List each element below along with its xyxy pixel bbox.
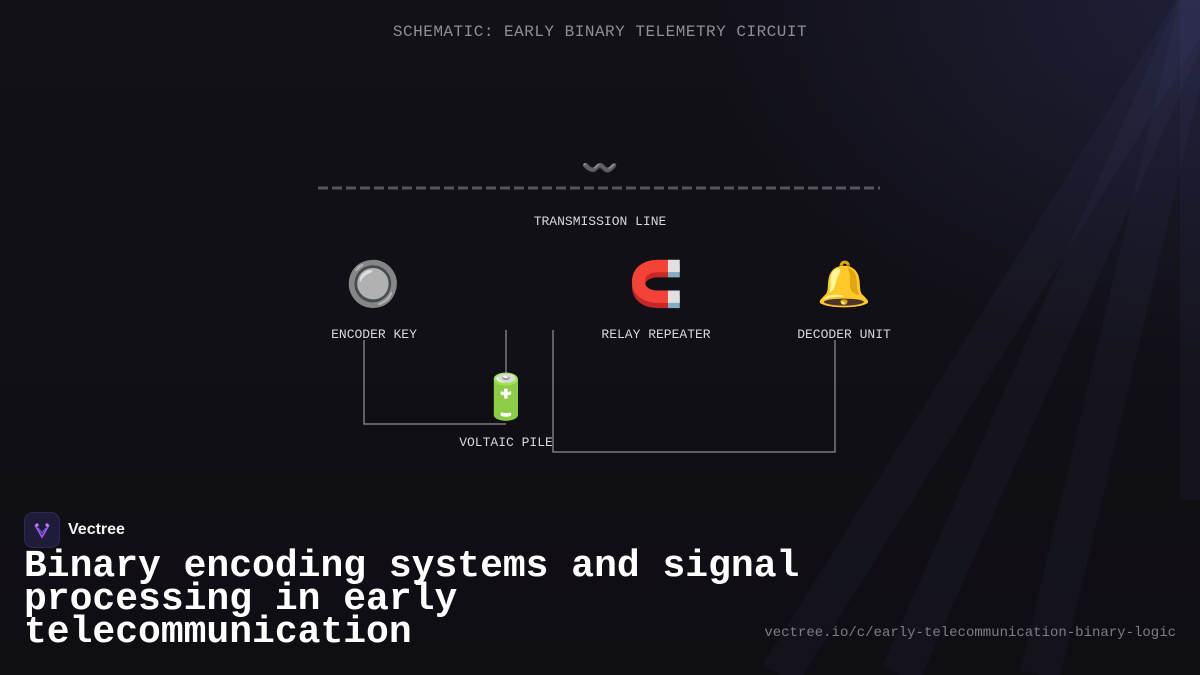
voltaic-pile-label: VOLTAIC PILE	[459, 435, 553, 450]
bell-icon: 🔔	[816, 259, 872, 310]
magnet-icon: 🧲	[628, 259, 684, 310]
decoder-unit-label: DECODER UNIT	[797, 327, 891, 342]
battery-icon: 🔋	[478, 372, 534, 423]
schematic-title: SCHEMATIC: EARLY BINARY TELEMETRY CIRCUI…	[392, 23, 808, 41]
headline: Binary encoding systems and signal proce…	[24, 545, 800, 654]
encoder-key-label: ENCODER KEY	[331, 327, 417, 342]
page-url[interactable]: vectree.io/c/early-telecommunication-bin…	[764, 625, 1176, 641]
circuit-wires	[318, 186, 880, 453]
circuit-diagram: 〰️ TRANSMISSION LINE 🔘 ENCODER KEY 🧲 REL…	[318, 151, 891, 453]
brand-name: Vectree	[68, 521, 125, 538]
vectree-logo-icon	[24, 512, 60, 548]
wire-relay-decoder	[552, 330, 836, 453]
relay-repeater-label: RELAY REPEATER	[601, 327, 711, 342]
radio-button-icon: 🔘	[345, 259, 401, 310]
wave-icon: 〰️	[581, 151, 619, 186]
transmission-line-label: TRANSMISSION LINE	[533, 214, 667, 229]
brand[interactable]: Vectree	[24, 512, 125, 548]
wire-encoder-battery	[363, 340, 506, 425]
